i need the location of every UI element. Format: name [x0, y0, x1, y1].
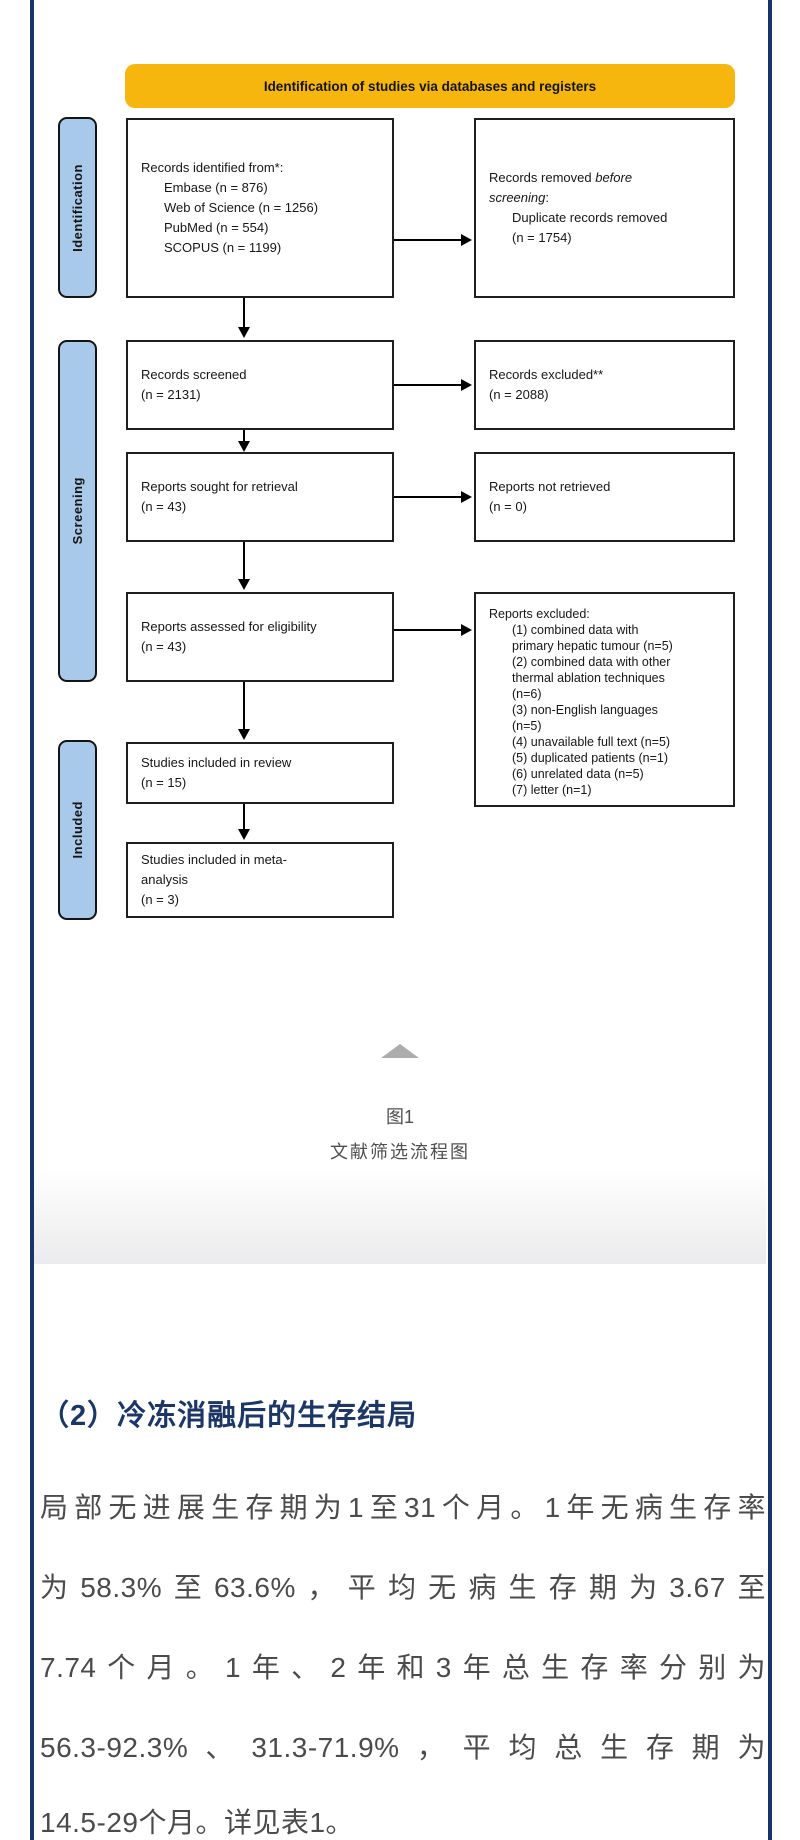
box-line: Studies included in review: [141, 754, 292, 770]
section-divider-gradient: [34, 1168, 766, 1264]
box-line: Duplicate records removed: [512, 210, 668, 225]
box-line: thermal ablation techniques: [512, 671, 665, 685]
box-line: (n=5): [512, 719, 542, 733]
stage-label-included: Included: [70, 801, 85, 859]
box-line: (n = 2088): [489, 387, 549, 402]
prisma-banner: Identification of studies via databases …: [125, 64, 735, 108]
box-reports-assessed: Reports assessed for eligibility (n = 43…: [126, 592, 394, 682]
box-line: (n=6): [512, 687, 542, 701]
box-line: (3) non-English languages: [512, 703, 658, 717]
box-line: (n = 15): [141, 775, 187, 790]
arrow-right-icon: [394, 234, 472, 246]
box-line: Reports assessed for eligibility: [141, 618, 317, 634]
box-records-removed: Records removed before screening: Duplic…: [474, 118, 735, 298]
stage-bar-included: Included: [58, 740, 97, 920]
figure-title: 文献筛选流程图: [330, 1142, 470, 1162]
box-line: analysis: [141, 871, 188, 887]
box-included-meta: Studies included in meta- analysis (n = …: [126, 842, 394, 918]
box-line: (n = 1754): [512, 230, 572, 246]
arrow-down-icon: [238, 430, 250, 452]
stage-label-screening: Screening: [70, 477, 85, 545]
right-border-line: [768, 0, 772, 1840]
arrow-down-icon: [238, 682, 250, 740]
left-border-line: [30, 0, 34, 1840]
box-line: (n = 2131): [141, 387, 201, 402]
arrow-down-icon: [238, 804, 250, 840]
box-line: (2) combined data with other: [512, 655, 671, 669]
box-line: SCOPUS (n = 1199): [164, 240, 282, 256]
arrow-down-icon: [238, 298, 250, 338]
box-line: Web of Science (n = 1256): [164, 199, 319, 215]
box-line: Embase (n = 876): [164, 179, 268, 195]
box-included-review: Studies included in review (n = 15): [126, 742, 394, 804]
box-records-excluded: Records excluded** (n = 2088): [474, 340, 735, 430]
body-text-line: 局部无进展生存期为1至31个月。1年无病生存率: [40, 1492, 766, 1523]
box-line: Records identified from*:: [141, 159, 284, 175]
box-line: Records removed before: [489, 168, 725, 188]
box-line: (n = 0): [489, 499, 527, 514]
box-line: Records excluded**: [489, 366, 604, 382]
body-text-line: 14.5-29个月。详见表1。: [40, 1807, 355, 1838]
box-line: Reports not retrieved: [489, 478, 611, 494]
box-text: :: [545, 189, 549, 205]
body-text-line: 为58.3%至63.6%，平均无病生存期为3.67至: [40, 1572, 766, 1603]
box-line: PubMed (n = 554): [164, 220, 269, 236]
box-line: (1) combined data with: [512, 623, 639, 637]
box-line: (6) unrelated data (n=5): [512, 767, 644, 781]
box-records-identified: Records identified from*: Embase (n = 87…: [126, 118, 394, 298]
box-line: Reports excluded:: [489, 607, 590, 621]
stage-label-identification: Identification: [70, 163, 85, 252]
stage-bar-screening: Screening: [58, 340, 97, 682]
box-text-italic: before: [595, 169, 633, 185]
box-line: Studies included in meta-: [141, 851, 287, 867]
box-text: Records removed: [489, 169, 596, 185]
arrow-right-icon: [394, 379, 472, 391]
box-records-screened: Records screened (n = 2131): [126, 340, 394, 430]
arrow-right-icon: [394, 491, 472, 503]
box-line: (7) letter (n=1): [512, 783, 592, 797]
figure-label: 图1: [385, 1107, 414, 1127]
box-line: (5) duplicated patients (n=1): [512, 751, 668, 765]
box-line: (n = 43): [141, 639, 187, 654]
body-text-line: 56.3-92.3%、31.3-71.9%，平均总生存期为: [40, 1732, 766, 1763]
stage-bar-identification: Identification: [58, 117, 97, 298]
triangle-up-icon: [381, 1044, 419, 1058]
box-text-italic: screening: [489, 189, 546, 205]
box-reports-not-retrieved: Reports not retrieved (n = 0): [474, 452, 735, 542]
box-line: screening:: [489, 188, 725, 208]
body-text-line: 7.74个月。1年、2年和3年总生存率分别为: [40, 1652, 766, 1683]
box-line: (n = 43): [141, 499, 187, 514]
arrow-right-icon: [394, 624, 472, 636]
box-reports-excluded: Reports excluded: (1) combined data with…: [474, 592, 735, 807]
arrow-down-icon: [238, 542, 250, 590]
box-reports-sought: Reports sought for retrieval (n = 43): [126, 452, 394, 542]
section-heading: （2）冷冻消融后的生存结局: [40, 1400, 418, 1432]
box-line: (4) unavailable full text (n=5): [512, 735, 671, 749]
box-line: Records screened: [141, 366, 247, 382]
box-line: Reports sought for retrieval: [141, 478, 298, 494]
box-line: (n = 3): [141, 892, 179, 908]
box-line: primary hepatic tumour (n=5): [512, 639, 673, 653]
